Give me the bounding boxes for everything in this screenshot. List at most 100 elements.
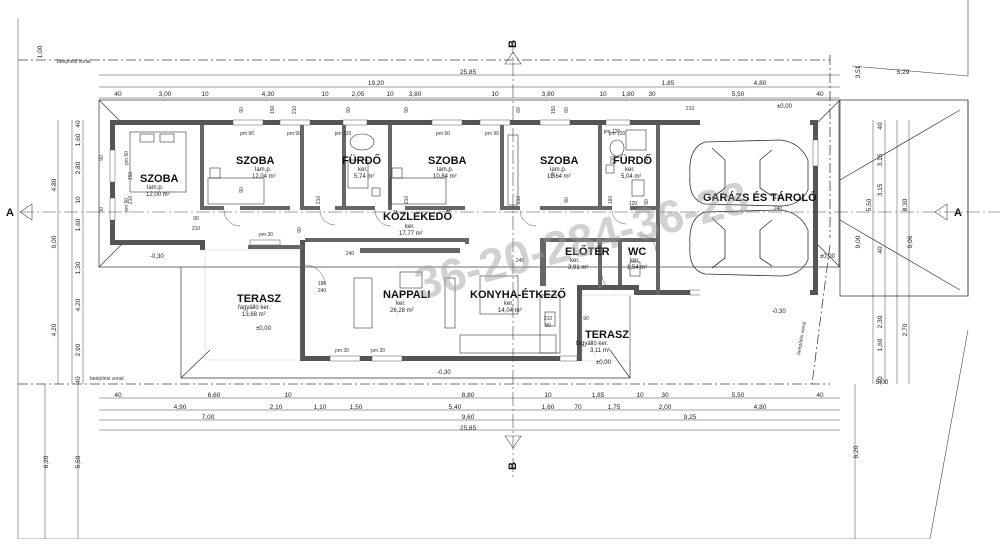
opening-dimension: 90 xyxy=(239,107,245,113)
dimension-label: 9,06 xyxy=(907,235,914,248)
dimension-label: 4,80 xyxy=(754,80,767,87)
window-label: pm 30 xyxy=(259,232,273,238)
room-area: 26,28 m² xyxy=(390,308,414,314)
opening-dimension: 210 xyxy=(516,196,522,205)
room-area: 12,04 m² xyxy=(252,174,276,180)
room-name: SZOBA xyxy=(140,173,179,185)
dimension-label: 5,40 xyxy=(449,404,462,411)
dimension-label: 3,00 xyxy=(159,91,172,98)
opening-dimension: 160 xyxy=(608,196,614,205)
dimension-label: 40 xyxy=(877,122,884,130)
opening-dimension: 210 xyxy=(316,196,322,205)
window-label: pm 90 xyxy=(436,131,450,137)
dimension-label: 5,00 xyxy=(876,379,889,386)
window-label: pm 90 xyxy=(124,198,130,212)
section-markers xyxy=(19,51,948,449)
dimension-label: 6,20 xyxy=(853,445,860,458)
room-floor: fagyálló ker. xyxy=(238,305,270,311)
interior-walls xyxy=(200,125,660,295)
room-garazs: GARÁZS ÉS TÁROLÓ xyxy=(703,191,817,204)
opening-dimension: 150 xyxy=(128,172,134,181)
opening-dimension: 210 xyxy=(544,316,553,322)
dimension-label: 10 xyxy=(491,91,499,98)
room-floor: fagyálló ker. xyxy=(576,341,608,347)
dimension-label: 40 xyxy=(75,376,82,384)
dimension-label: 10 xyxy=(201,91,209,98)
opening-dimension: 240 xyxy=(774,206,783,212)
dimension-label: 3,80 xyxy=(542,91,555,98)
room-floor: lam.p. xyxy=(550,167,567,173)
window-label: pm 90 xyxy=(287,131,301,137)
level-marker: ±0,00 xyxy=(820,254,836,260)
dimension-label: 9,00 xyxy=(51,235,58,248)
room-name: NAPPALI xyxy=(383,289,430,301)
dimension-label: 5,50 xyxy=(732,91,745,98)
opening-dimension: 90 xyxy=(551,172,557,178)
opening-dimension: 90 xyxy=(583,316,589,322)
dimension-label: 1,80 xyxy=(622,91,635,98)
dimension-label: 4,20 xyxy=(51,323,58,336)
dimension-label: 5,50 xyxy=(866,198,873,211)
room-eloter: ELŐTÉR ker. 3,91 m² xyxy=(565,245,610,271)
level-marker: ±0,00 xyxy=(256,326,272,332)
room-szoba-2: SZOBA lam.p. 12,04 m² xyxy=(236,155,276,180)
dimension-label: 40 xyxy=(877,376,884,384)
dimension-label: 3,51 xyxy=(855,65,862,78)
opening-dimension: 60 xyxy=(516,107,522,113)
room-name: TERASZ xyxy=(585,329,629,341)
opening-dimension: 240 xyxy=(318,288,327,294)
dimension-label: 1,60 xyxy=(542,404,555,411)
room-name: FÜRDŐ xyxy=(342,154,382,167)
opening-dimension: 90 xyxy=(193,216,199,222)
dimension-label: 7,00 xyxy=(202,414,215,421)
window-label: pm 90 xyxy=(485,131,499,137)
level-marker: -0,30 xyxy=(772,309,786,315)
opening-dimension: 90 xyxy=(564,197,570,203)
dimension-label: 5,29 xyxy=(897,69,910,76)
room-szoba-4: SZOBA lam.p. 10,64 m² xyxy=(540,155,579,180)
opening-dimension: 90 xyxy=(346,107,352,113)
opening-dimension: 180 xyxy=(318,281,327,287)
building-line-right-label: beépítési vonal xyxy=(796,321,808,355)
dimension-label: 4,20 xyxy=(75,298,82,311)
room-area: 5,04 m² xyxy=(621,174,641,180)
room-area: 10,84 m² xyxy=(433,174,457,180)
dimension-label: 2,00 xyxy=(659,404,672,411)
room-floor: lam.p. xyxy=(255,167,272,173)
level-marker: -0,30 xyxy=(150,254,164,260)
dimension-label: 4,90 xyxy=(174,404,187,411)
opening-dimension: 90 xyxy=(297,227,303,233)
furniture xyxy=(129,129,647,354)
room-szoba-1: SZOBA lam.p. 12,00 m² xyxy=(140,173,179,198)
room-area: 10,64 m² xyxy=(547,174,571,180)
opening-dimension: 240 xyxy=(516,258,525,264)
room-name: KONYHA-ÉTKEZŐ xyxy=(470,288,566,301)
dimension-label: 1,10 xyxy=(314,404,327,411)
dimension-label: 1,50 xyxy=(350,404,363,411)
dimension-label: 10 xyxy=(386,91,394,98)
car-lower xyxy=(689,209,809,277)
room-wc: WC ker. 1,54 m² xyxy=(627,246,647,271)
dimension-label: 10 xyxy=(284,392,292,399)
window-label: pm 120 xyxy=(335,131,352,137)
dimension-label: 10 xyxy=(75,196,82,204)
opening-dimension: 90 xyxy=(404,107,410,113)
opening-dimension: 210 xyxy=(644,156,650,165)
dimension-label: 5,50 xyxy=(732,392,745,399)
dimension-label: 10 xyxy=(599,91,607,98)
dimension-label: 40 xyxy=(816,392,824,399)
room-area: 13,68 m² xyxy=(242,312,266,318)
room-floor: ker. xyxy=(570,258,580,264)
room-name: SZOBA xyxy=(428,155,467,167)
section-a-right-label: A xyxy=(954,207,962,219)
opening-dimension: 90 xyxy=(545,323,551,329)
opening-dimension: 150 xyxy=(551,106,557,115)
dimension-label: 30 xyxy=(648,91,656,98)
dimension-label: 2,80 xyxy=(75,161,82,174)
dimension-label: 1,30 xyxy=(75,261,82,274)
dimension-label: 2,30 xyxy=(877,315,884,328)
dimension-label: 1,60 xyxy=(75,133,82,146)
dimension-label: 8,80 xyxy=(462,392,475,399)
dimension-label: 1,85 xyxy=(662,80,675,87)
